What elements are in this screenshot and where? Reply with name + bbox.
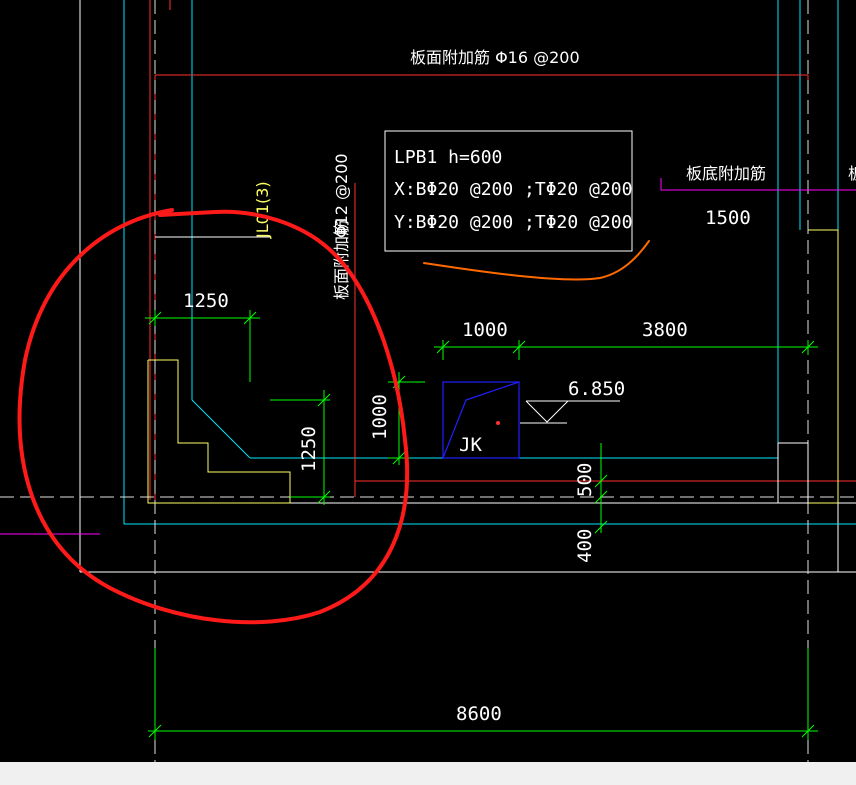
pit-tag-label: JK [459, 434, 482, 456]
annotation-line-2: X:BΦ20 @200 ;TΦ20 @200 [394, 179, 632, 200]
white-solid-lines [148, 236, 856, 504]
annotation-line-3: Y:BΦ20 @200 ;TΦ20 @200 [394, 212, 632, 233]
green-dimension-lines [145, 310, 818, 740]
white-dashed-axes [0, 0, 856, 762]
right-column-outline [808, 229, 839, 504]
elevation-label: 6.850 [568, 378, 625, 400]
elevation-marker-symbol [520, 400, 620, 424]
dim-500: 500 [574, 463, 596, 497]
pit-center-dot [496, 421, 500, 425]
dim-1250-horizontal: 1250 [183, 290, 229, 312]
dim-8600: 8600 [456, 703, 502, 725]
orange-underline-markup [423, 240, 650, 281]
dim-400: 400 [574, 529, 596, 563]
left-pit-step-outline [147, 359, 291, 504]
bottom-rebar-length: 1500 [705, 207, 751, 229]
vertical-rebar-spec: Φ12 @200 [332, 153, 351, 238]
white-boundary-lines [79, 0, 856, 573]
top-rebar-label: 板面附加筋 Φ16 @200 [410, 48, 580, 67]
annotation-line-1: LPB1 h=600 [394, 147, 502, 168]
dim-1000-horizontal: 1000 [462, 319, 508, 341]
right-step-outline [777, 442, 809, 504]
dim-3800: 3800 [642, 319, 688, 341]
partial-label-right: 板 [848, 164, 856, 183]
annotation-box-frame [384, 130, 633, 252]
cyan-wall-lines [123, 0, 856, 525]
beam-tag-label: JL01(3) [253, 181, 272, 239]
status-strip [0, 762, 856, 785]
jk-pit-symbol [442, 381, 520, 459]
red-circle-markup [17, 208, 410, 625]
dim-1000-vertical: 1000 [369, 394, 391, 440]
dim-1250-vertical: 1250 [298, 426, 320, 472]
bottom-rebar-label: 板底附加筋 [686, 164, 766, 183]
